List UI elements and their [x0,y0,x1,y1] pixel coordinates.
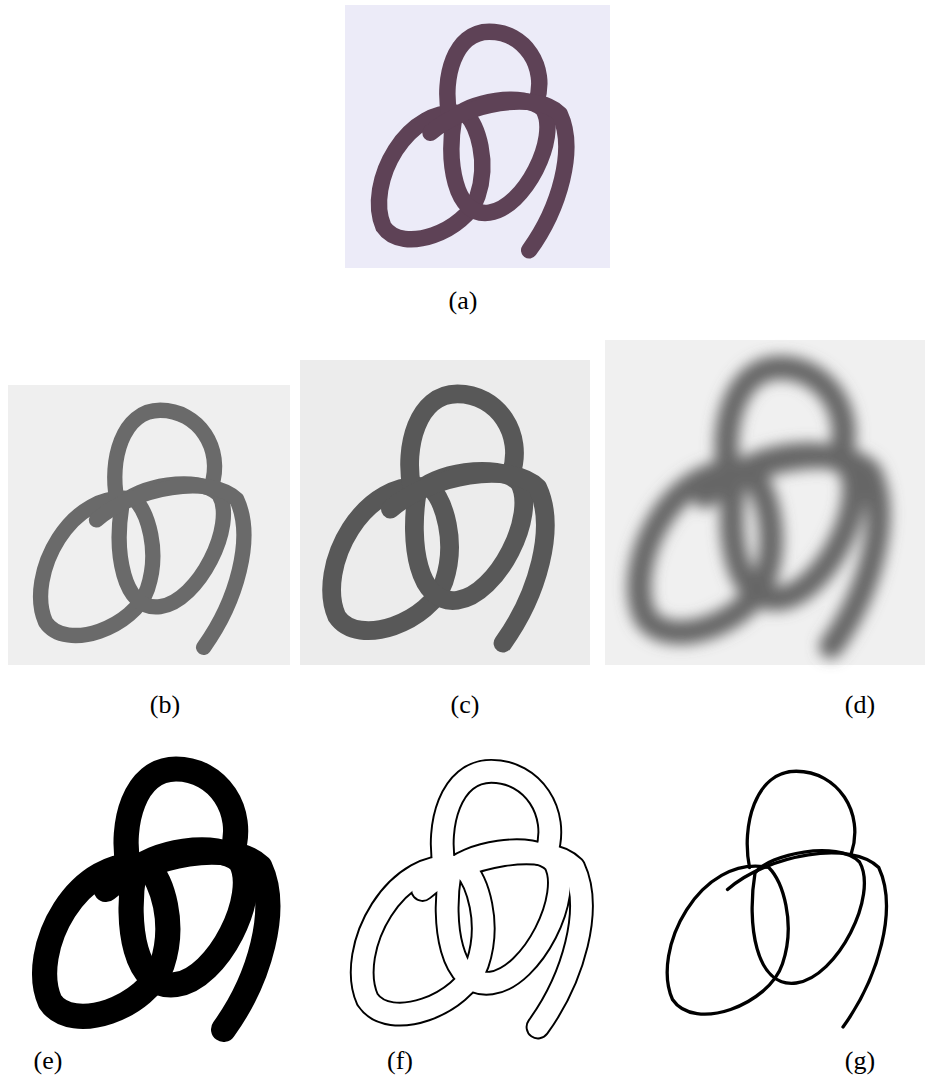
scan-background [345,5,610,268]
panel-label: (e) [34,1048,63,1074]
panel-label: (a) [449,288,478,314]
panel-label: (d) [845,692,875,718]
skeleton-glyph [667,771,886,1027]
handwritten-glyph [332,394,546,643]
panel-label: (c) [451,692,480,718]
scan-background [8,385,290,665]
handwritten-glyph [41,410,244,647]
panel-label: (f) [387,1048,413,1074]
handwritten-glyph [379,32,566,251]
panel-label: (b) [150,692,180,718]
contour-glyph [362,771,581,1027]
panel-label: (g) [845,1048,875,1074]
scan-background [605,340,925,665]
contour-glyph [362,771,581,1027]
scan-background [300,360,590,665]
handwritten-glyph [639,368,878,647]
binary-glyph [45,769,268,1029]
